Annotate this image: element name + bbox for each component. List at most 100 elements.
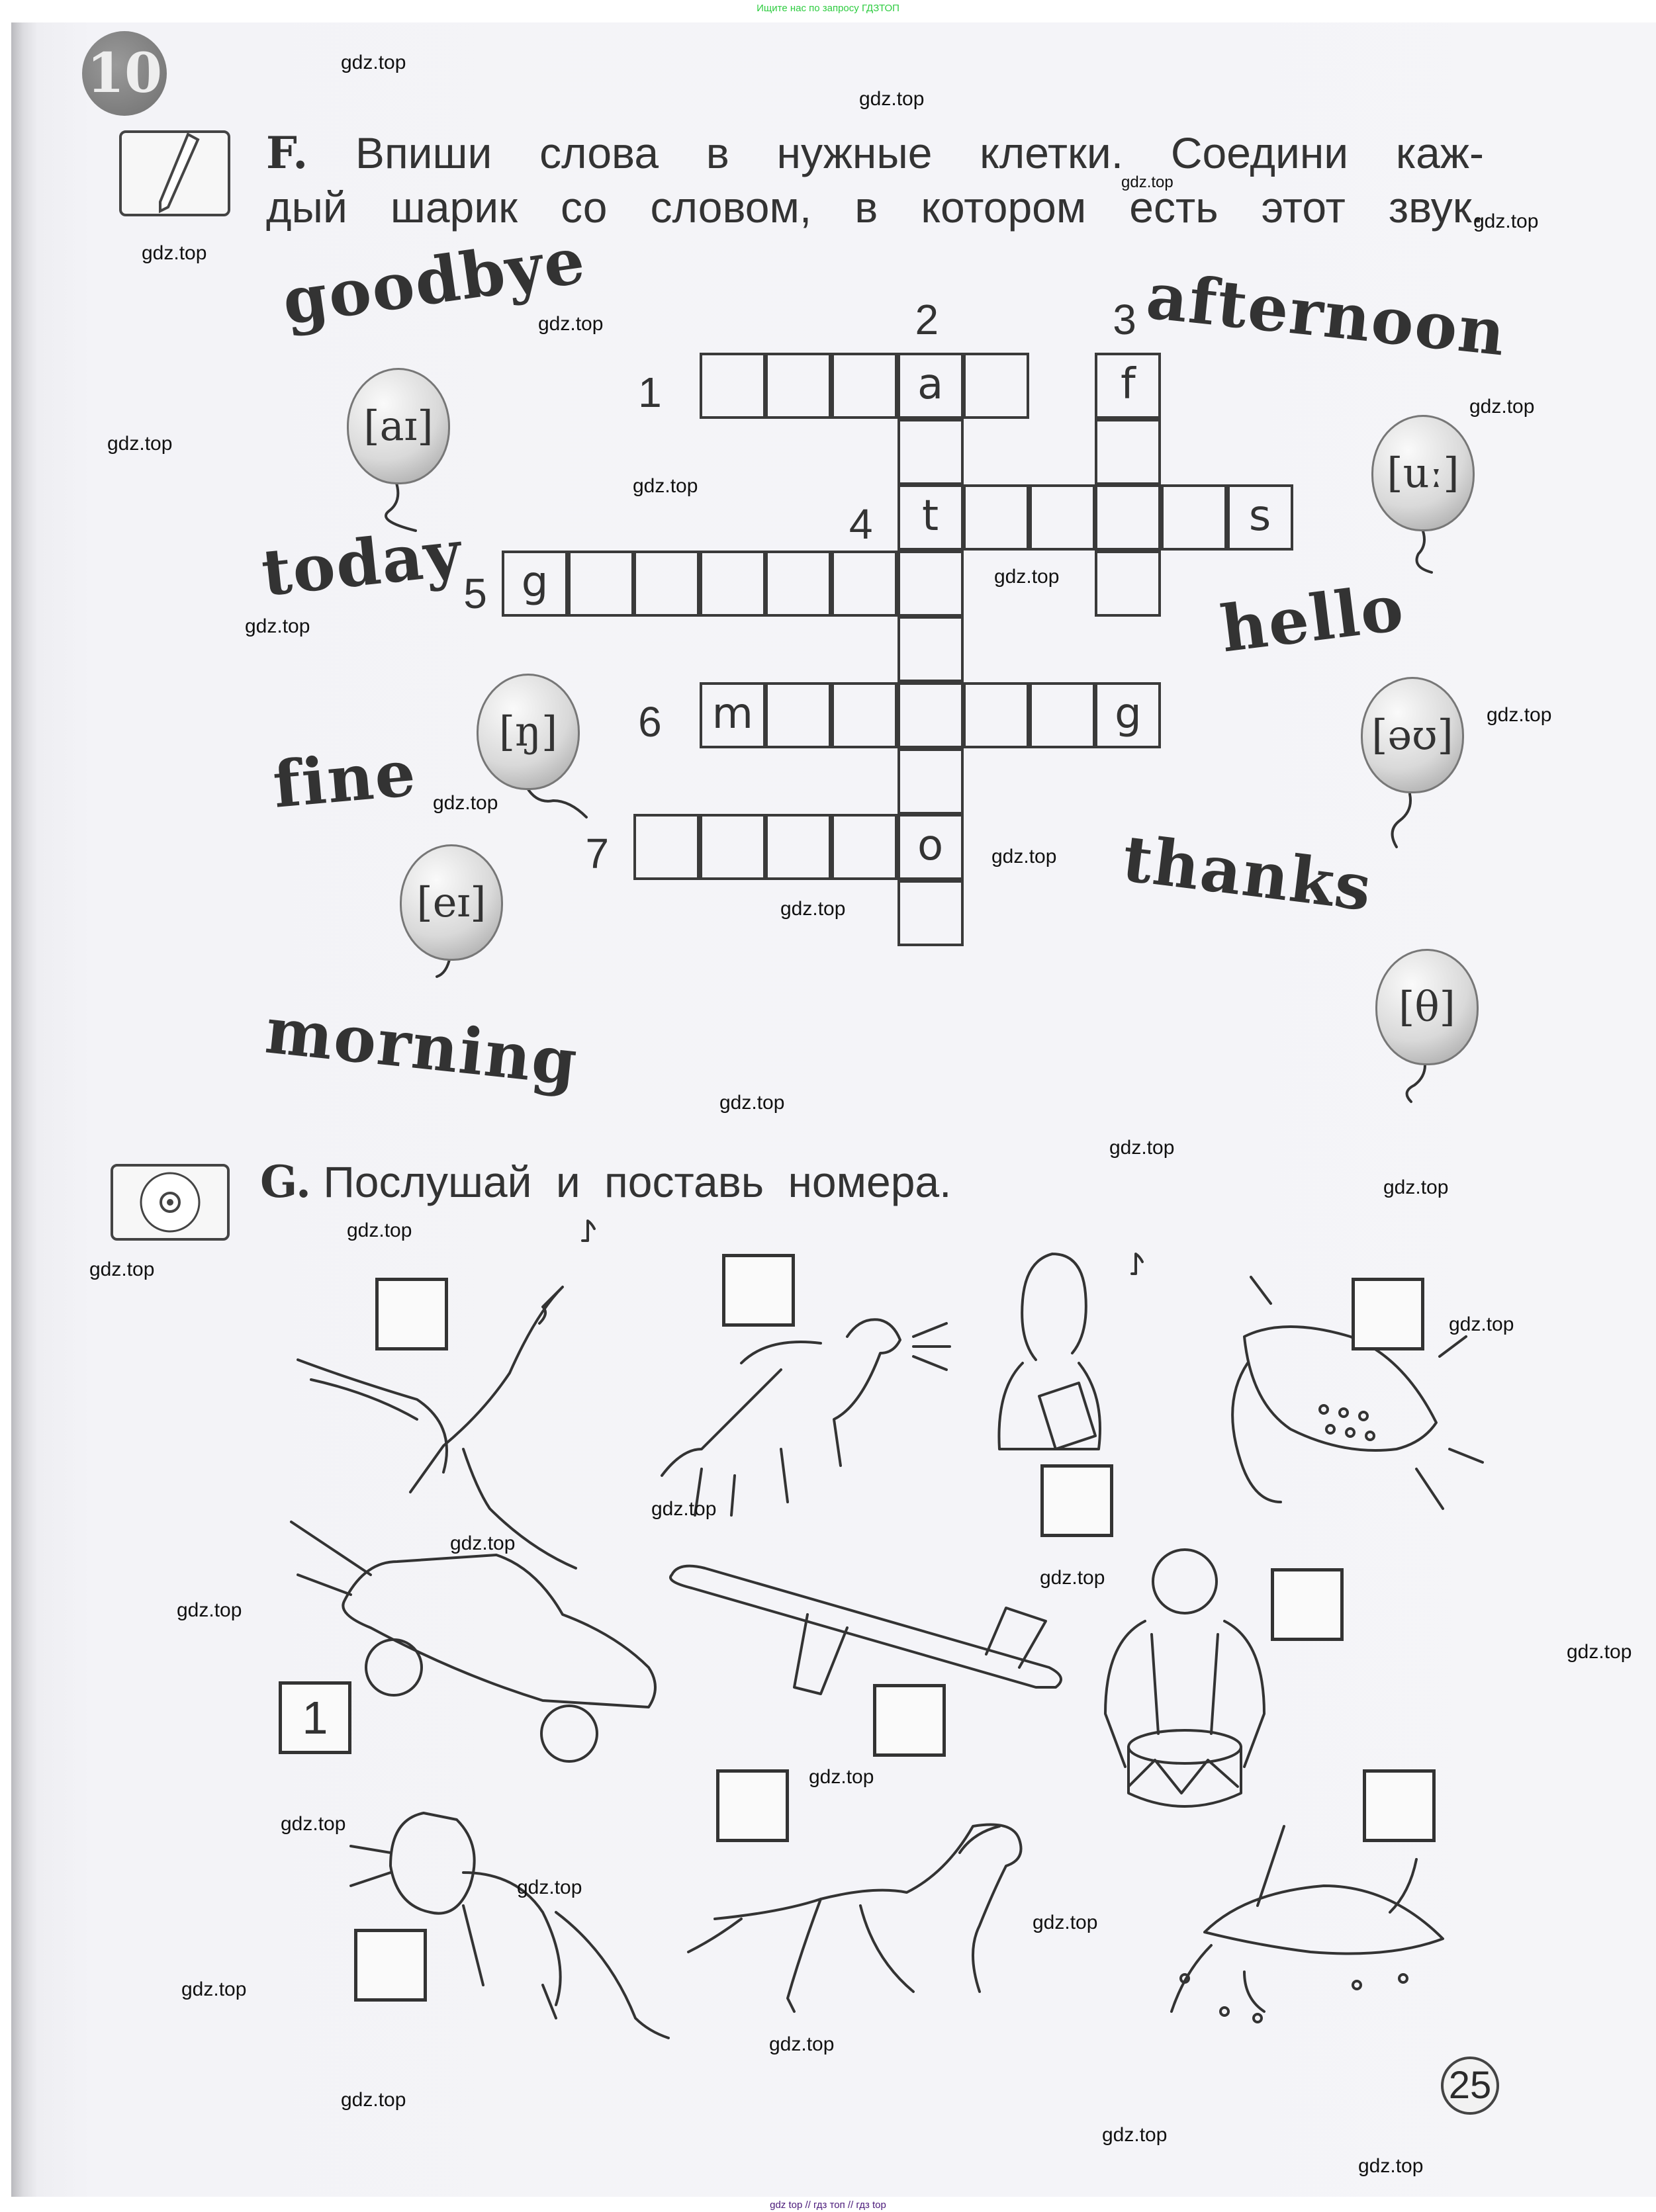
balloon-ng[interactable]: [ŋ]	[477, 674, 580, 790]
crossword-cell[interactable]: s	[1226, 484, 1293, 551]
crossword-cell[interactable]	[831, 814, 897, 881]
watermark: gdz.top	[1473, 210, 1539, 232]
watermark: gdz.top	[1033, 1912, 1098, 1933]
watermark: gdz.top	[89, 1259, 155, 1280]
crossword-cell[interactable]: g	[502, 550, 568, 617]
clue-number-1: 1	[638, 368, 662, 416]
watermark: gdz.top	[1109, 1137, 1175, 1159]
crossword-cell[interactable]: o	[897, 814, 964, 881]
watermark: gdz.top	[780, 898, 846, 920]
crossword-cell[interactable]	[897, 682, 964, 748]
watermark: gdz.top	[769, 2033, 835, 2055]
crossword-cell[interactable]	[567, 550, 634, 617]
watermark: gdz.top	[245, 615, 310, 637]
balloon-th[interactable]: [θ]	[1375, 949, 1479, 1065]
watermark: gdz.top	[1358, 2155, 1424, 2177]
crossword-cell[interactable]	[963, 353, 1030, 419]
task-g-letter: G.	[260, 1156, 311, 1208]
crossword-cell[interactable]	[765, 353, 832, 419]
clue-number-7: 7	[585, 830, 610, 878]
balloon-ou[interactable]: [əʊ]	[1361, 677, 1464, 793]
crossword-cell[interactable]: g	[1095, 682, 1162, 748]
watermark: gdz.top	[347, 1219, 412, 1241]
crossword-cell[interactable]	[897, 550, 964, 617]
crossword-cell[interactable]	[897, 879, 964, 946]
watermark: gdz.top	[517, 1877, 582, 1898]
answer-box-dog[interactable]	[722, 1254, 795, 1327]
crossword-cell[interactable]: a	[897, 353, 964, 419]
clue-number-3: 3	[1113, 296, 1136, 344]
crossword-cell[interactable]	[897, 748, 964, 815]
answer-box-lion[interactable]	[354, 1929, 427, 2002]
watermark: gdz.top	[809, 1766, 874, 1788]
crossword-cell[interactable]	[633, 550, 700, 617]
answer-box-car[interactable]: 1	[279, 1681, 351, 1754]
crossword-cell[interactable]	[831, 550, 897, 617]
answer-box-boy-drum[interactable]	[1271, 1568, 1344, 1641]
task-g-text: Послушай и поставь номера.	[323, 1157, 952, 1206]
crossword-cell[interactable]	[963, 484, 1030, 551]
crossword-cell[interactable]	[1095, 418, 1162, 485]
answer-box-bird[interactable]	[375, 1278, 448, 1350]
crossword-cell[interactable]	[699, 353, 766, 419]
pencil-icon	[119, 130, 230, 216]
task-f-instruction: F. Впиши слова в нужные клетки. Соедини …	[266, 126, 1484, 234]
watermark: gdz.top	[633, 475, 698, 497]
task-f-line1: Впиши слова в нужные клетки. Соедини каж…	[355, 128, 1485, 177]
task-f-letter: F.	[266, 127, 308, 179]
crossword-cell[interactable]: f	[1095, 353, 1162, 419]
crossword-cell[interactable]	[897, 418, 964, 485]
crossword-cell[interactable]	[633, 814, 700, 881]
balloon-u-long[interactable]: [uː]	[1371, 415, 1475, 531]
answer-box-girl[interactable]	[1040, 1464, 1113, 1537]
task-g-instruction: G. Послушай и поставь номера.	[260, 1155, 951, 1209]
watermark: gdz.top	[719, 1092, 785, 1114]
crossword-cell[interactable]	[1029, 682, 1095, 748]
crossword-cell[interactable]	[963, 682, 1030, 748]
crossword-cell[interactable]	[831, 353, 897, 419]
watermark: gdz.top	[341, 52, 406, 73]
crossword-cell[interactable]: t	[897, 484, 964, 551]
answer-box-frog[interactable]	[1363, 1769, 1436, 1842]
crossword-cell[interactable]	[1095, 550, 1162, 617]
crossword-cell[interactable]	[831, 682, 897, 748]
crossword-cell[interactable]	[765, 550, 832, 617]
watermark: gdz.top	[991, 846, 1057, 867]
answer-box-plane[interactable]	[873, 1684, 946, 1757]
crossword-cell[interactable]	[765, 814, 832, 881]
watermark: gdz.top	[142, 242, 207, 264]
watermark: gdz.top	[433, 792, 498, 814]
crossword-cell[interactable]	[1161, 484, 1227, 551]
word-fine[interactable]: fine	[270, 735, 420, 822]
watermark: gdz.top	[1102, 2124, 1168, 2146]
watermark: gdz.top	[1121, 173, 1173, 191]
watermark: gdz.top	[1383, 1176, 1449, 1198]
watermark: gdz.top	[341, 2089, 406, 2111]
answer-box-phone[interactable]	[1352, 1278, 1424, 1350]
answer-box-horse[interactable]	[716, 1769, 789, 1842]
balloon-ai[interactable]: [aɪ]	[347, 368, 450, 484]
cd-icon	[111, 1164, 230, 1241]
crossword-cell[interactable]	[699, 814, 766, 881]
crossword-cell[interactable]	[1029, 484, 1095, 551]
watermark: gdz.top	[538, 313, 604, 335]
watermark: gdz.top	[1487, 704, 1552, 726]
clue-number-5: 5	[463, 569, 487, 617]
watermark: gdz.top	[1567, 1641, 1632, 1663]
watermark: gdz.top	[107, 433, 173, 455]
clue-number-4: 4	[849, 500, 873, 549]
page-number: 25	[1441, 2057, 1499, 2115]
crossword-cell[interactable]	[699, 550, 766, 617]
crossword-cell[interactable]: m	[699, 682, 766, 748]
watermark: gdz.top	[181, 1978, 247, 2000]
watermark: gdz.top	[651, 1498, 717, 1520]
lesson-number-badge: 10	[82, 31, 167, 116]
watermark: gdz.top	[859, 88, 925, 110]
watermark: gdz.top	[450, 1532, 516, 1554]
crossword-cell[interactable]	[1095, 484, 1162, 551]
crossword-cell[interactable]	[897, 616, 964, 683]
watermark: gdz.top	[1449, 1313, 1514, 1335]
crossword-cell[interactable]	[765, 682, 832, 748]
balloon-ei[interactable]: [eɪ]	[400, 844, 503, 961]
task-f-line2: дый шарик со словом, в котором есть этот…	[266, 183, 1484, 232]
